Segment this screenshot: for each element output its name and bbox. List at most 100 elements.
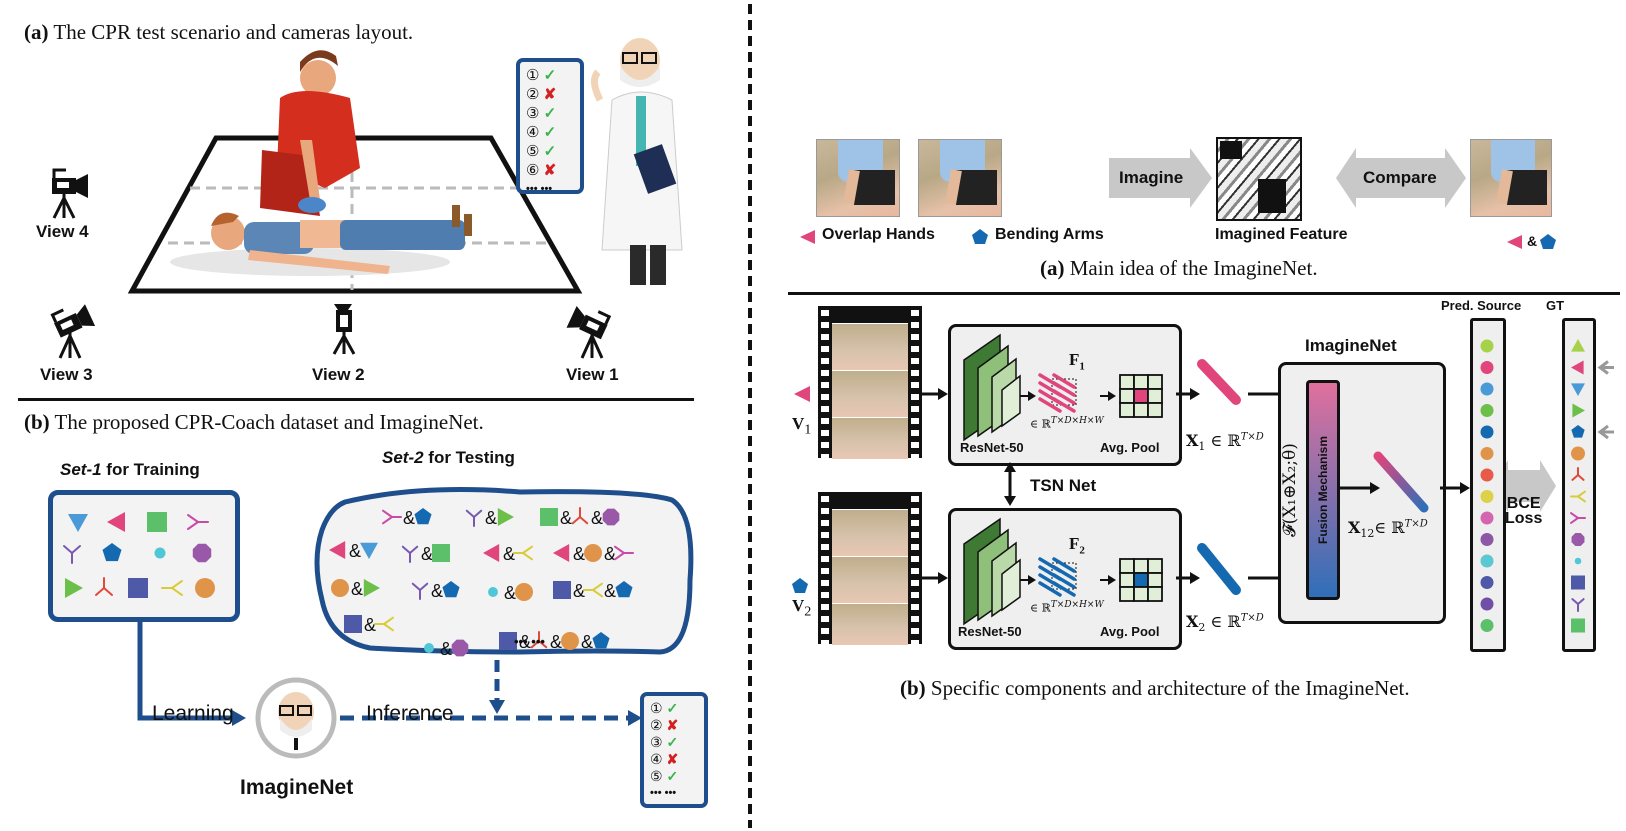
triangle-left-pink-icon [553, 544, 570, 562]
learning-label: Learning [152, 702, 234, 725]
video-1-filmstrip [818, 306, 922, 459]
ampersand: & [581, 632, 593, 652]
vertical-divider [748, 4, 752, 828]
checklist-item: ⑤ ✓ [650, 768, 679, 784]
label-combination: && [553, 544, 634, 564]
ampersand: & [503, 544, 515, 564]
vector-x12 [1373, 451, 1429, 513]
prediction-dot [1480, 425, 1494, 439]
triangle-left-pink-icon [1571, 360, 1584, 375]
checklist-item: ④ ✘ [650, 751, 679, 767]
ampersand: & [519, 632, 531, 652]
tri-branch-magenta-icon [614, 545, 634, 561]
small-circle-cyan-icon [154, 547, 166, 559]
label-combination: & [424, 639, 469, 659]
assessment-checklist-b: ① ✓ ② ✘ ③ ✓ ④ ✘ ⑤ ✓ ••• ••• [640, 692, 708, 808]
square-indigo-icon [344, 615, 362, 633]
checklist-more: ••• ••• [650, 787, 677, 799]
video-camera-icon [566, 305, 612, 340]
prediction-dot [1480, 511, 1494, 525]
pentagon-blue-icon [414, 508, 432, 525]
checklist-more: ••• ••• [526, 183, 553, 195]
prediction-dot [1480, 576, 1494, 589]
prediction-dot [1480, 619, 1494, 632]
imagine-arrow [1109, 148, 1212, 208]
ampersand: & [591, 508, 603, 528]
imaginenet-label: ImagineNet [240, 776, 354, 799]
camera-label-view-2: View 2 [312, 365, 365, 384]
circle-orange-icon [195, 578, 215, 598]
video-camera-icon [50, 304, 96, 338]
checklist-item: ② ✘ [650, 717, 679, 733]
bending-arms-photo [918, 139, 1002, 217]
video-camera-icon [52, 168, 88, 219]
triangle-right-green-icon [363, 579, 380, 597]
prediction-dot [1480, 597, 1494, 611]
circle-orange-icon [584, 544, 602, 562]
f1-dim-label: ∈ ℝT×D×H×W [1030, 416, 1104, 431]
gt-column [1562, 318, 1596, 652]
tri-branch-red-icon [571, 507, 589, 525]
prediction-dot [1480, 404, 1494, 417]
pentagon-blue-icon [592, 632, 610, 649]
checklist-item: ④ ✓ [526, 124, 557, 141]
triangle-up-lime-icon [1571, 339, 1585, 352]
octagon-purple-icon [1571, 533, 1585, 546]
inference-label: Inference [366, 702, 454, 725]
label-combination: & [344, 615, 394, 635]
checklist-item: ③ ✓ [526, 105, 557, 122]
prediction-dot [1480, 447, 1494, 460]
resnet-layers-icon [963, 333, 1021, 442]
ampersand: & [504, 583, 516, 603]
feature-map-f2-icon [1038, 557, 1077, 597]
ampersand: & [440, 639, 452, 659]
rescuer-figure [260, 50, 360, 216]
ampersand: & [604, 581, 616, 601]
label-combination: & [488, 583, 533, 603]
tripod-icon [580, 332, 604, 359]
video-2-filmstrip [818, 492, 922, 645]
checklist-item: ③ ✓ [650, 734, 679, 750]
circle-orange-icon [515, 583, 533, 601]
v1-label: V1 [792, 414, 812, 438]
assessment-checklist-a: ① ✓ ② ✘ ③ ✓ ④ ✓ ⑤ ✓ ⑥ ✘ ••• ••• [516, 58, 584, 195]
f1-label: F1 [1069, 350, 1085, 373]
doctor-figure [591, 38, 683, 285]
square-green-icon [147, 512, 167, 532]
gt-title: GT [1546, 298, 1565, 313]
v2-label: V2 [792, 596, 812, 620]
learning-arrow [137, 617, 232, 721]
overlap-hands-label: Overlap Hands [822, 226, 935, 243]
bce-loss-arrow [1492, 460, 1556, 512]
prediction-dot [1480, 533, 1494, 546]
triangle-right-green-icon [497, 508, 514, 526]
square-green-icon [540, 508, 558, 526]
ampersand: & [364, 615, 376, 635]
pentagon-blue-icon [1571, 425, 1585, 438]
small-circle-cyan-icon [424, 643, 434, 653]
tri-branch-yellow-icon [1570, 490, 1586, 503]
tri-branch-red-icon [95, 577, 113, 596]
circle-orange-icon [331, 579, 349, 597]
prediction-dot [1480, 490, 1494, 503]
right-panel-b-caption: (b) Specific components and architecture… [900, 676, 1410, 700]
camera-label-view-4: View 4 [36, 222, 89, 241]
prediction-dot [1480, 361, 1494, 374]
imagine-label: Imagine [1119, 168, 1184, 187]
avg-pool-grid-2-icon [1119, 558, 1163, 602]
f2-dim-label: ∈ ℝT×D×H×W [1030, 600, 1104, 615]
prediction-dot [1480, 382, 1494, 396]
square-green-icon [432, 544, 450, 562]
label-combination: && [553, 581, 633, 601]
tri-branch-yellow-icon [583, 582, 603, 598]
highlight-arrow-icon [1597, 424, 1614, 440]
triangle-left-pink-icon [107, 512, 125, 532]
checklist-item: ① ✓ [526, 67, 557, 84]
